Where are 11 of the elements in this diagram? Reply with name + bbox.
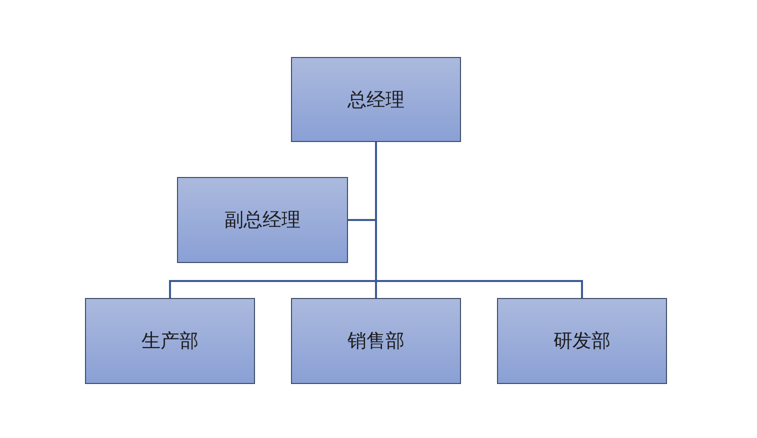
box-label: 生产部 bbox=[142, 329, 198, 354]
org-box bbox=[85, 298, 255, 384]
org-box bbox=[497, 298, 667, 384]
org-box bbox=[291, 57, 461, 142]
box-label: 总经理 bbox=[348, 88, 404, 112]
box-label: 销售部 bbox=[348, 329, 404, 354]
org-box bbox=[177, 177, 348, 263]
box-label: 副总经理 bbox=[224, 208, 300, 233]
connector-line bbox=[375, 142, 583, 298]
box-label: 研发部 bbox=[554, 329, 610, 354]
org-box bbox=[291, 298, 461, 384]
